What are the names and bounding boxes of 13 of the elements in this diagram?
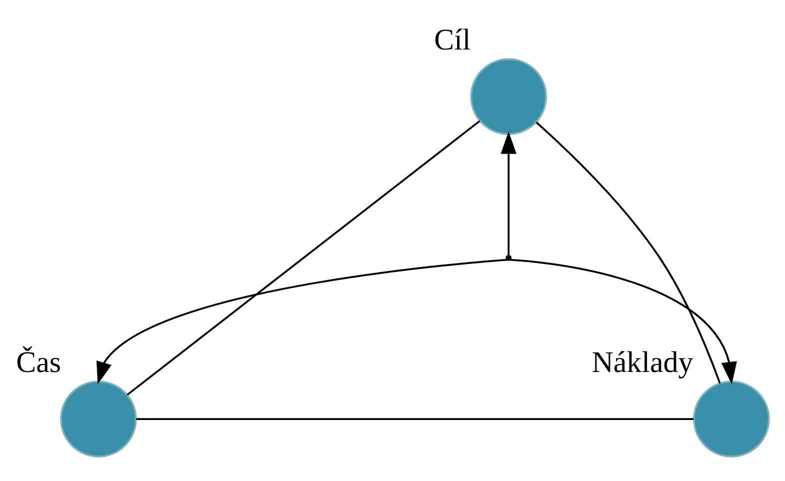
node-circle	[60, 380, 137, 457]
connector	[536, 121, 721, 384]
node-label: Čas	[16, 345, 62, 378]
arrow	[500, 130, 516, 256]
connector	[126, 120, 480, 396]
connector	[136, 418, 694, 420]
node-circle	[470, 58, 547, 135]
node-label: Cíl	[434, 22, 471, 56]
node-label: Náklady	[592, 345, 694, 378]
arrow	[96, 258, 508, 384]
arrow	[510, 258, 737, 384]
node-circle	[693, 380, 770, 457]
node-point	[506, 254, 512, 260]
